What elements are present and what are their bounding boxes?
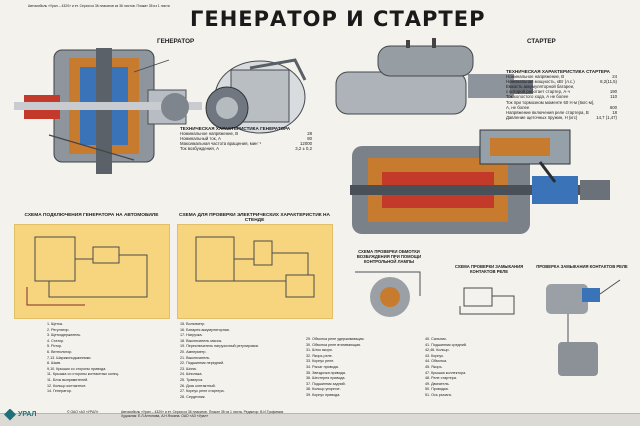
footer-publisher: © ОАО «АЗ «УРАЛ» [67,410,99,414]
starter-external-view [335,38,533,115]
legend-item: 44. Обмотка. [425,359,448,364]
legend-item: 8. Шкив. [47,361,62,366]
footer-bar [0,413,640,426]
legend-item: 33. Корпус реле. [306,359,335,364]
relay-contacts-wiring [459,287,515,315]
legend-item: 38. Кольцо упорное. [306,387,341,392]
starter-spec-row: Номинальная мощность, кВт (л.с.)8,2(11,5… [506,79,617,85]
legend-item: 25. Траверса. [180,377,204,382]
legend-item: 45. Якорь. [425,364,443,369]
legend-item: 20. Амперметр. [180,349,207,354]
relay-contacts-schema-title: СХЕМА ПРОВЕРКИ ЗАМЫКАНИЯ КОНТАКТОВ РЕЛЕ [454,264,524,274]
starter-spec-block: ТЕХНИЧЕСКАЯ ХАРАКТЕРИСТИКА СТАРТЕРА Номи… [506,69,617,120]
legend-item: 47. Крышка коллектора. [425,370,467,375]
legend-item: 6. Вентилятор. [47,349,73,354]
legend-item: 31. Шток якоря. [306,348,333,353]
relay-contact-check-drawing [546,279,621,376]
legend-item: 4. Статор. [47,338,65,343]
generator-connection-schema-title: СХЕМА ПОДКЛЮЧЕНИЯ ГЕНЕРАТОРА НА АВТОМОБИ… [24,213,159,218]
legend-column-2: 15. Вольтметр. 16. Батарея аккумуляторна… [180,322,296,400]
generator-cutaway-drawing [14,48,202,174]
winding-check-schema-title: СХЕМА ПРОВЕРКИ ОБМОТКИ ВОЗБУЖДЕНИЯ ПРИ П… [356,249,422,264]
legend-item: 17. Нагрузка. [180,333,203,338]
ural-logo: УРАЛ [4,408,52,421]
generator-label: ГЕНЕРАТОР [157,38,195,45]
legend-item: 49. Двигатель. [425,381,450,386]
legend-item: 42,46. Кольцо. [425,348,450,353]
generator-connection-wiring [26,236,148,306]
generator-external-view [205,58,307,134]
legend-item: 9,10. Крышки со стороны привода. [47,366,107,371]
legend-item: 19. Переключатель нагрузочный регулировк… [180,344,259,349]
legend-item: 21. Выключатель. [180,355,211,360]
legend-item: 18. Выключатель массы. [180,338,223,343]
legend-item: 36. Шестерня привода. [306,376,346,381]
legend-item: 35. Звездочка привода. [306,370,346,375]
legend-item: 28. Сердечник. [180,394,206,399]
generator-spec-heading: ТЕХНИЧЕСКАЯ ХАРАКТЕРИСТИКА ГЕНЕРАТОРА [180,126,291,131]
legend-item: 51. Ось рычага. [425,392,452,397]
legend-item: 41. Подшипник средний. [425,342,467,347]
generator-connection-scheme [14,224,170,319]
legend-item: 37. Подшипник задний. [306,381,346,386]
starter-spec-heading: ТЕХНИЧЕСКАЯ ХАРАКТЕРИСТИКА СТАРТЕРА [506,69,610,74]
legend-item: 40. Сальник. [425,337,447,341]
legend-column-3: 29. Обмотка реле удерживающая. 30. Обмот… [306,337,411,399]
ural-logo-word: УРАЛ [18,411,37,418]
generator-test-scheme [177,224,333,319]
legend-item: 22. Подшипник передний. [180,361,225,366]
winding-check-drawing [355,271,421,317]
legend-item: 3. Щеткодержатель. [47,333,82,338]
legend-item: 12. Кольцо контактное. [47,383,87,388]
legend-item: 16. Батарея аккумуляторная. [180,327,230,332]
starter-label: СТАРТЕР [527,38,556,45]
legend-item: 26. Диск контактный. [180,383,216,388]
starter-spec-row: Емкость аккумуляторной батареи, [506,84,575,90]
legend-item: 34. Рычаг привода. [306,364,339,369]
legend-item: 30. Обмотка реле втягивающая. [306,342,362,347]
legend-item: 48. Реле стартера. [425,376,457,381]
legend-item: 23. Шина. [180,366,197,371]
generator-test-wiring [195,236,315,298]
starter-spec-row: Давление щеточных пружин, Н (кгс)14,7 (1… [506,114,617,120]
legend-item: 11. Крышка со стороны контактных колец. [47,372,120,377]
legend-item: 43. Корпус. [425,353,445,358]
legend-item: 5. Ротор. [47,344,63,349]
legend-item: 24. Шпилька. [180,372,203,377]
ural-logo-mark [4,408,16,421]
legend-item: 11. Блок выпрямителей. [47,377,89,382]
footer-note: Автомобиль «Урал – 4320» и ет. Серия из … [121,410,285,418]
legend-item: 27. Корпус реле стартера. [180,389,225,394]
legend-item: 1. Щетка. [47,322,63,326]
starter-spec-row: Ток при тормозном моменте 60 Н·м (6кгс·м… [506,99,595,105]
legend-item: 39. Корпус привода. [306,392,341,397]
starter-cutaway-drawing [350,129,610,234]
header-note: Автомобиль «Урал – 4320» и ет. Серия из … [28,4,170,8]
generator-spec-block: ТЕХНИЧЕСКАЯ ХАРАКТЕРИСТИКА ГЕНЕРАТОРА Но… [180,126,312,151]
legend-column-4: 40. Сальник. 41. Подшипник средний. 42,4… [425,337,521,399]
legend-item: 14. Генератор. [47,389,72,394]
legend-item: 32. Якорь реле. [306,353,333,358]
legend-item: 50. Проводка. [425,387,449,392]
legend-item: 7,13. Шарикоподшипники. [47,355,92,360]
legend-column-1: 1. Щетка. 2. Регулятор. 3. Щеткодержател… [47,322,157,395]
legend-item: 29. Обмотка реле удерживающая. [306,337,365,341]
page-title: ГЕНЕРАТОР И СТАРТЕР [190,7,486,31]
relay-contact-check-title: ПРОВЕРКА ЗАМЫКАНИЯ КОНТАКТОВ РЕЛЕ [536,264,628,269]
legend-item: 2. Регулятор. [47,327,70,332]
legend-item: 15. Вольтметр. [180,322,206,326]
generator-test-schema-title: СХЕМА ДЛЯ ПРОВЕРКИ ЭЛЕКТРИЧЕСКИХ ХАРАКТЕ… [179,213,330,223]
